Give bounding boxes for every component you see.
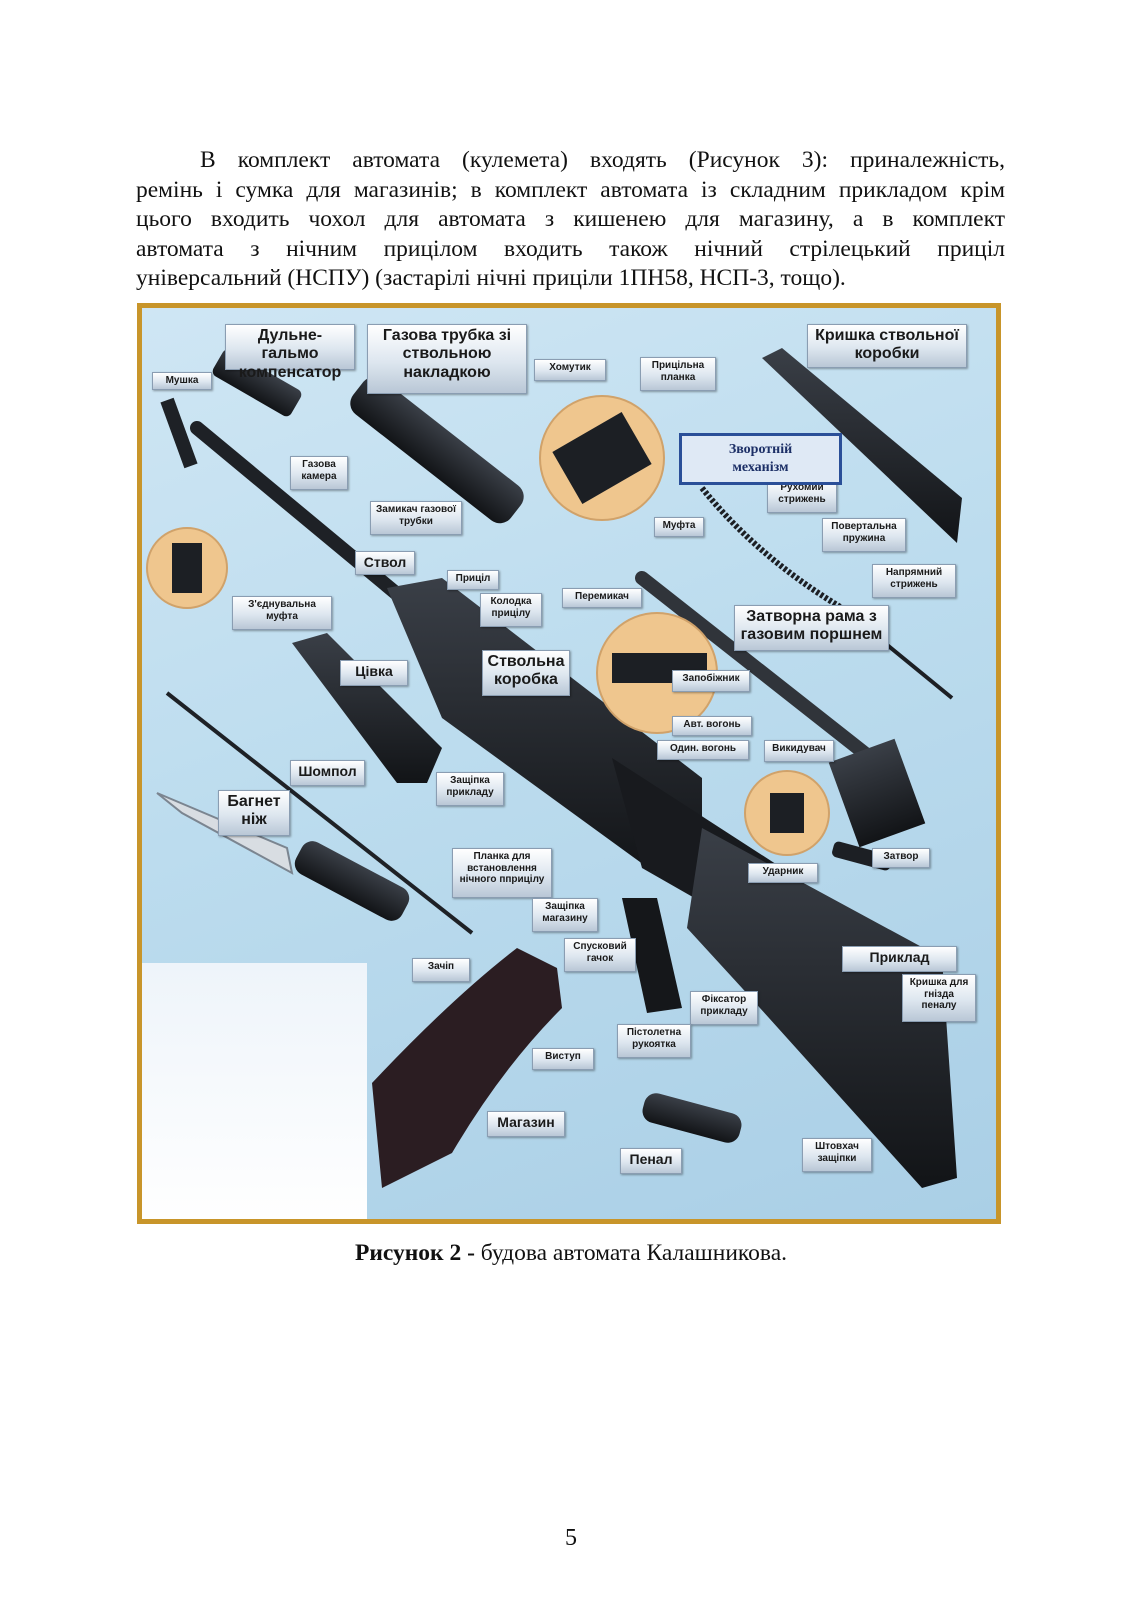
cleaning-rod bbox=[165, 691, 474, 935]
label-zachip: Зачіп bbox=[412, 958, 470, 982]
background-patch bbox=[142, 963, 367, 1219]
label-vystup: Виступ bbox=[532, 1048, 594, 1070]
label-napriamnyi: Напрямний стрижень bbox=[872, 564, 956, 598]
label-mufta: Муфта bbox=[654, 517, 704, 537]
label-mushka: Мушка bbox=[152, 372, 212, 390]
label-penal: Пенал bbox=[620, 1148, 682, 1174]
label-avt-vogon: Авт. вогонь bbox=[672, 716, 752, 736]
page-number: 5 bbox=[565, 1525, 577, 1551]
label-zamykach: Замикач газової трубки bbox=[370, 501, 462, 535]
label-zatvorna-rama: Затворна рама з газовим поршнем bbox=[734, 605, 889, 651]
magazine bbox=[372, 948, 562, 1188]
label-ziednuvalna: З'єднувальна муфта bbox=[232, 596, 332, 630]
label-stvol: Ствол bbox=[355, 551, 415, 575]
caption-text: будова автомата Калашникова. bbox=[474, 1240, 787, 1266]
label-planka-nichnogo: Планка для встановлення нічного пприцілу bbox=[452, 848, 552, 898]
label-bagnet: Багнет ніж bbox=[218, 790, 290, 836]
receiver bbox=[387, 578, 702, 878]
label-zvorotnii-mekhanizm: Зворотній механізм bbox=[679, 433, 842, 485]
label-zashchipka-prykladu: Защіпка прикладу bbox=[436, 772, 504, 806]
ak-diagram-figure: Дульне-гальмо компенсатор Газова трубка … bbox=[137, 303, 1001, 1224]
label-vykyduvach: Викидувач bbox=[764, 740, 834, 762]
figure-caption: Рисунок 2 - будова автомата Калашникова. bbox=[0, 1240, 1142, 1267]
label-prytsil: Приціл bbox=[447, 570, 499, 590]
paragraph-line: універсальний (НСПУ) (застарілі нічні пр… bbox=[136, 265, 846, 292]
label-zashchipka-magazynu: Защіпка магазину bbox=[532, 898, 598, 932]
label-gazova-kamera: Газова камера bbox=[290, 456, 348, 490]
label-stvolna-korobka: Ствольна коробка bbox=[482, 650, 570, 696]
paragraph-line: цього входить чохол для автомата з кишен… bbox=[136, 206, 1005, 233]
label-udarnyk: Ударник bbox=[748, 863, 818, 883]
label-zapobizhnyk: Запобіжник bbox=[672, 670, 750, 692]
bayonet-handle bbox=[294, 841, 410, 921]
caption-bold: Рисунок 2 - bbox=[355, 1240, 475, 1266]
label-povertalna: Повертальна пружина bbox=[822, 518, 906, 552]
label-magazyn: Магазин bbox=[487, 1111, 565, 1137]
paragraph-line: В комплект автомата (кулемета) входять (… bbox=[200, 147, 1005, 173]
label-khomutyk: Хомутик bbox=[534, 359, 606, 381]
label-tsivka: Цівка bbox=[340, 660, 408, 686]
paragraph-line: ремінь і сумка для магазинів; в комплект… bbox=[136, 176, 1005, 203]
dust-cover bbox=[762, 348, 962, 543]
body-paragraph: В комплект автомата (кулемета) входять (… bbox=[136, 146, 1005, 294]
label-kolodka: Колодка прицілу bbox=[480, 593, 542, 627]
bolt-carrier-body bbox=[828, 738, 926, 848]
recoil-spring bbox=[699, 486, 844, 611]
paragraph-line: автомата з нічним прицілом входить також… bbox=[136, 235, 1005, 262]
label-shtovkach: Штовхач защіпки bbox=[802, 1138, 872, 1172]
label-kryshka: Кришка ствольної коробки bbox=[807, 324, 967, 368]
label-gazova-trubka: Газова трубка зі ствольною накладкою bbox=[367, 324, 527, 394]
label-spuskovyi: Спусковий гачок bbox=[564, 938, 636, 972]
label-shompol: Шомпол bbox=[290, 760, 365, 786]
handguard bbox=[292, 633, 442, 783]
label-prykład: Приклад bbox=[842, 946, 957, 972]
bolt-carrier bbox=[635, 571, 884, 770]
label-zatvor: Затвор bbox=[872, 848, 930, 868]
stock bbox=[687, 828, 957, 1188]
label-odyn-vogon: Один. вогонь bbox=[657, 740, 749, 760]
label-peremykach: Перемикач bbox=[562, 588, 642, 608]
front-sight bbox=[160, 397, 198, 469]
label-dulne: Дульне-гальмо компенсатор bbox=[225, 324, 355, 381]
label-kryshka-penalu: Кришка для гнізда пеналу bbox=[902, 974, 976, 1022]
label-fiksator: Фіксатор прикладу bbox=[690, 991, 758, 1025]
label-pistoletna: Пістолетна рукоятка bbox=[617, 1024, 691, 1058]
rifle-parts-illustration bbox=[146, 348, 962, 1188]
gas-tube bbox=[350, 376, 524, 524]
label-prytsilna-planka: Прицільна планка bbox=[640, 357, 716, 391]
oil-bottle bbox=[642, 1093, 742, 1143]
pistol-grip bbox=[622, 898, 682, 1013]
